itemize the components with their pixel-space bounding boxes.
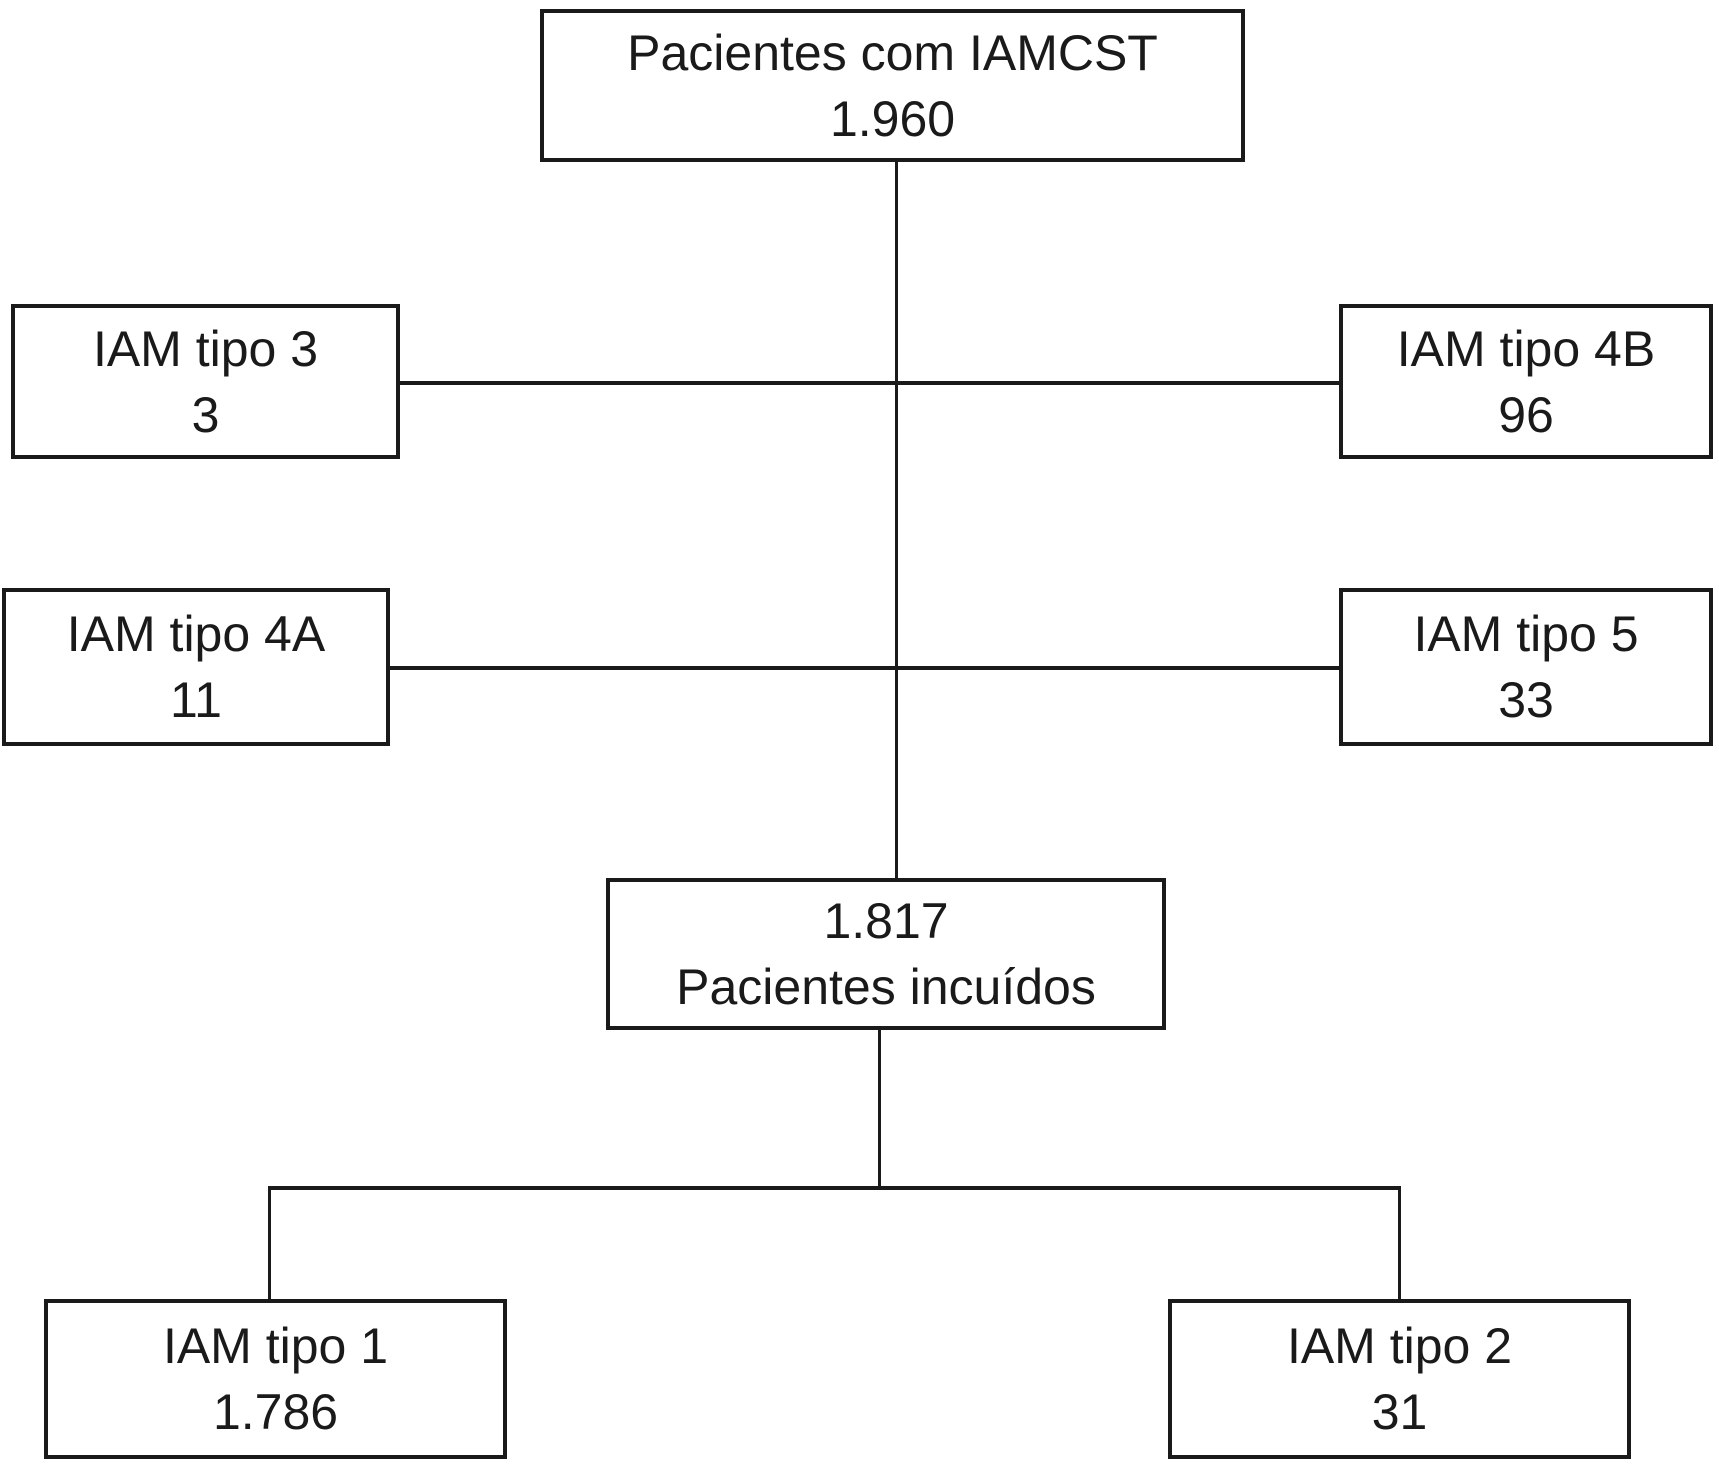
connector-drop-to-tipo2 (1398, 1186, 1401, 1302)
node-pacientes-iamcst-count: 1.960 (829, 90, 956, 147)
node-iam-tipo-3: IAM tipo 3 3 (11, 304, 400, 459)
connector-bottom-split-horizontal (268, 1186, 1401, 1190)
node-iam-tipo-4a-label: IAM tipo 4A (66, 606, 326, 662)
node-iam-tipo-4a: IAM tipo 4A 11 (2, 588, 390, 746)
connector-row1-horizontal (398, 381, 1341, 385)
node-iam-tipo-4b-count: 96 (1498, 386, 1554, 443)
node-iam-tipo-4b: IAM tipo 4B 96 (1339, 304, 1713, 459)
node-iam-tipo-1-label: IAM tipo 1 (162, 1318, 389, 1374)
node-pacientes-iamcst: Pacientes com IAMCST 1.960 (540, 9, 1245, 162)
connector-row2-horizontal (388, 666, 1341, 670)
connector-drop-to-tipo1 (268, 1186, 271, 1302)
node-pacientes-incluidos-count: 1.817 (823, 893, 949, 949)
node-iam-tipo-1-count: 1.786 (212, 1384, 339, 1440)
node-iam-tipo-1: IAM tipo 1 1.786 (44, 1299, 507, 1459)
node-iam-tipo-2-count: 31 (1371, 1384, 1428, 1440)
node-iam-tipo-4a-count: 11 (170, 672, 222, 728)
node-iam-tipo-2-label: IAM tipo 2 (1286, 1318, 1513, 1374)
node-iam-tipo-2: IAM tipo 2 31 (1168, 1299, 1631, 1459)
node-pacientes-incluidos-label: Pacientes incuídos (676, 959, 1096, 1015)
node-iam-tipo-5-count: 33 (1498, 672, 1554, 728)
connector-root-to-included-vertical (895, 160, 898, 880)
node-pacientes-iamcst-label: Pacientes com IAMCST (627, 24, 1158, 81)
node-iam-tipo-5: IAM tipo 5 33 (1339, 588, 1713, 746)
node-pacientes-incluidos: 1.817 Pacientes incuídos (606, 878, 1166, 1030)
node-iam-tipo-3-label: IAM tipo 3 (92, 320, 319, 377)
node-iam-tipo-3-count: 3 (191, 386, 220, 443)
node-iam-tipo-4b-label: IAM tipo 4B (1396, 320, 1656, 377)
node-iam-tipo-5-label: IAM tipo 5 (1413, 606, 1639, 662)
connector-included-stem-vertical (878, 1028, 881, 1188)
